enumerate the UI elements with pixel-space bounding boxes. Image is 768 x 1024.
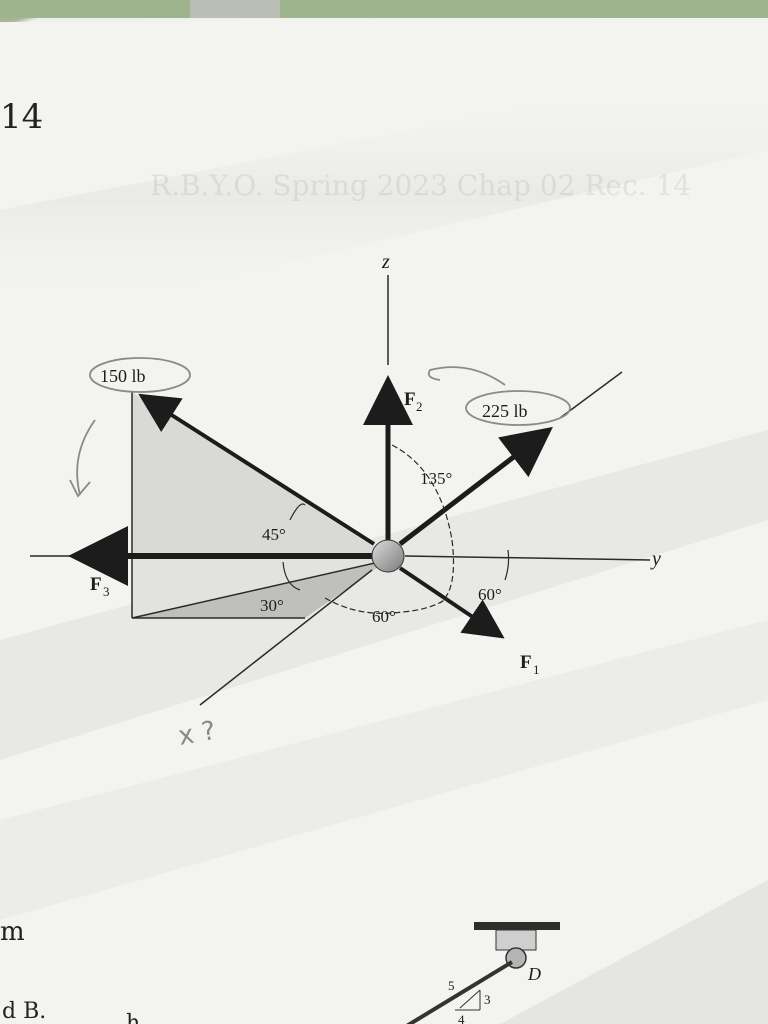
- f3-subscript: 3: [103, 584, 110, 599]
- pencil-arrow-down: [76, 419, 96, 496]
- angle-label-60-right: 60°: [478, 585, 502, 604]
- margin-text-fragment: d B.: [2, 999, 46, 1024]
- support-block: [495, 929, 537, 951]
- background-surface: [0, 0, 768, 18]
- bleed-through-text: R.B.Y.O. Spring 2023 Chap 02 Rec. 14: [150, 169, 691, 202]
- paper-fold: [0, 60, 768, 330]
- background-object: [190, 0, 280, 18]
- angle-arc-60-bottom: [324, 597, 449, 614]
- f1-label: F: [520, 652, 532, 673]
- force-vector-f1-up: [398, 426, 553, 546]
- margin-text-fragment: h: [126, 1011, 140, 1024]
- slope-triangle: [459, 989, 481, 1009]
- angle-label-45: 45°: [262, 525, 286, 544]
- force-vector-f1: [398, 566, 505, 639]
- angle-label-30: 30°: [260, 596, 284, 615]
- pencil-circle-225lb: [465, 390, 571, 426]
- problem-number: 14: [0, 97, 43, 137]
- angle-arc-135-lower: [439, 539, 455, 604]
- angle-arc-60-right: [504, 549, 510, 581]
- angle-label-135: 135°: [420, 469, 452, 488]
- x-axis: [199, 569, 373, 706]
- pencil-arrowhead: [69, 479, 91, 498]
- magnitude-225lb: 225 lb: [482, 401, 528, 421]
- support-bracket: [474, 922, 560, 930]
- shaded-plane-upper: [132, 392, 388, 556]
- f1-subscript: 1: [533, 662, 540, 677]
- point-label-d: D: [527, 964, 541, 984]
- slope-label: 5: [448, 978, 455, 993]
- f3-label: F: [90, 574, 102, 595]
- margin-text-fragment: m: [0, 917, 25, 947]
- construction-line: [131, 559, 389, 619]
- angle-arc-135: [391, 444, 453, 541]
- angle-arc-30: [282, 561, 301, 591]
- f2-label: F: [404, 389, 416, 410]
- slope-label: 4: [458, 1012, 465, 1024]
- angle-arc-45: [289, 503, 306, 521]
- z-axis-label: z: [381, 251, 390, 273]
- force-vector-150lb: [138, 393, 376, 546]
- angle-label-60-bottom: 60°: [372, 607, 396, 626]
- magnitude-150lb: 150 lb: [100, 366, 146, 386]
- f2-subscript: 2: [416, 399, 423, 414]
- origin-particle: [371, 539, 405, 573]
- paper-fold: [500, 880, 768, 1024]
- pencil-arrow-curve: [427, 366, 506, 386]
- cable: [406, 960, 514, 1024]
- pencil-circle-150lb: [89, 357, 191, 393]
- paper-fold: [0, 430, 768, 760]
- y-axis: [404, 555, 651, 561]
- paper-fold: [0, 620, 768, 920]
- handwritten-x-question: x ?: [176, 716, 218, 752]
- slope-label: 3: [484, 992, 491, 1007]
- y-axis-label: y: [650, 548, 661, 570]
